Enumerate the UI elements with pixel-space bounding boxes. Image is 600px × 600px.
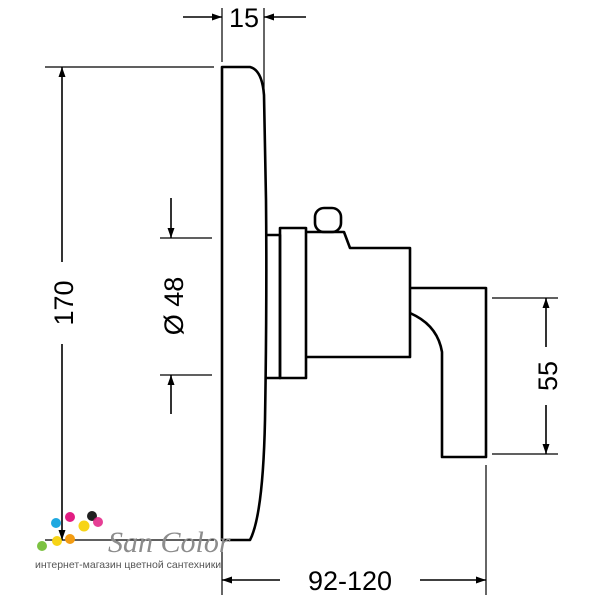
watermark-tagline: интернет-магазин цветной сантехники bbox=[35, 559, 221, 571]
extension-lines bbox=[45, 8, 558, 595]
product-outline bbox=[220, 65, 488, 542]
lever-handle bbox=[409, 286, 488, 459]
valve-body bbox=[306, 230, 412, 359]
dim-15-label: 15 bbox=[229, 3, 259, 33]
dot-blue bbox=[51, 518, 61, 528]
top-knob bbox=[313, 206, 343, 234]
dimension-labels: 15 170 Ø 48 55 92-120 bbox=[30, 2, 568, 596]
watermark-brand: San Color bbox=[108, 526, 231, 559]
dot-yellow-2 bbox=[52, 536, 62, 546]
watermark: San Color интернет-магазин цветной санте… bbox=[35, 511, 231, 571]
dot-pink bbox=[93, 517, 103, 527]
dot-yellow bbox=[78, 520, 90, 532]
dimension-lines bbox=[58, 13, 550, 584]
dim-diameter-label: Ø 48 bbox=[159, 277, 189, 336]
dim-92-120-label: 92-120 bbox=[308, 566, 392, 596]
dot-magenta bbox=[65, 512, 75, 522]
collar-ring bbox=[278, 226, 308, 380]
dim-55-label: 55 bbox=[533, 361, 563, 391]
dot-orange bbox=[65, 534, 75, 544]
dim-170-label: 170 bbox=[49, 280, 79, 325]
escutcheon-plate bbox=[220, 65, 268, 542]
dot-green bbox=[37, 541, 47, 551]
color-dots-logo bbox=[37, 511, 103, 551]
